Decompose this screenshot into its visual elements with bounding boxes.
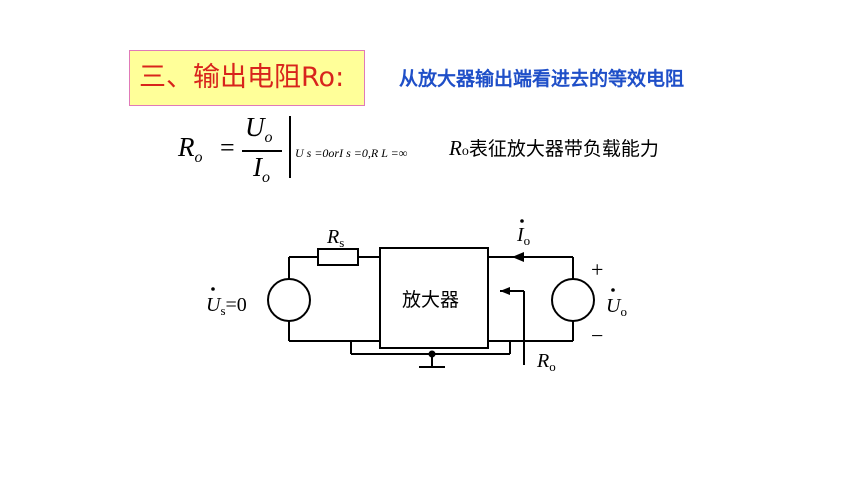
current-dot [520, 219, 524, 223]
section-title-label: 三、输出电阻Ro: [139, 62, 345, 93]
formula-equals: = [220, 133, 235, 162]
description-symbol-sub: o [461, 144, 469, 159]
output-resistance-label: Ro [536, 350, 556, 374]
source-left-dot [211, 287, 215, 291]
current-label: Io [516, 224, 530, 248]
fraction-line [242, 150, 282, 152]
source-right-dot [611, 288, 615, 292]
formula-denominator: Io [253, 152, 270, 186]
evaluation-bar [289, 116, 291, 178]
description-text: 表征放大器带负载能力 [468, 138, 659, 160]
output-resistance-formula: Ro = Uo Io U s =0orI s =0,R L =∞ [178, 112, 418, 186]
section-title: 三、输出电阻Ro: [129, 50, 365, 106]
minus-sign: − [591, 323, 603, 348]
source-right-circle [551, 278, 595, 322]
formula-numerator: Uo [245, 112, 273, 146]
source-resistor [317, 248, 359, 266]
source-left-circle [267, 278, 311, 322]
amplifier-label: 放大器 [402, 289, 459, 311]
output-resistance-description: Ro表征放大器带负载能力 [449, 134, 659, 161]
resistor-label: Rs [326, 226, 344, 250]
plus-sign: + [591, 257, 603, 282]
ground-node [428, 350, 436, 358]
formula-lhs: Ro [178, 132, 203, 166]
amplifier-box [379, 247, 489, 349]
current-arrowhead [512, 252, 524, 262]
section-subtitle: 从放大器输出端看进去的等效电阻 [399, 68, 685, 90]
description-symbol: R [449, 136, 462, 160]
source-left-label: Us=0 [206, 294, 247, 318]
formula-condition: U s =0orI s =0,R L =∞ [295, 146, 408, 160]
ro-arrowhead [500, 287, 510, 295]
source-right-label: Uo [606, 295, 627, 319]
